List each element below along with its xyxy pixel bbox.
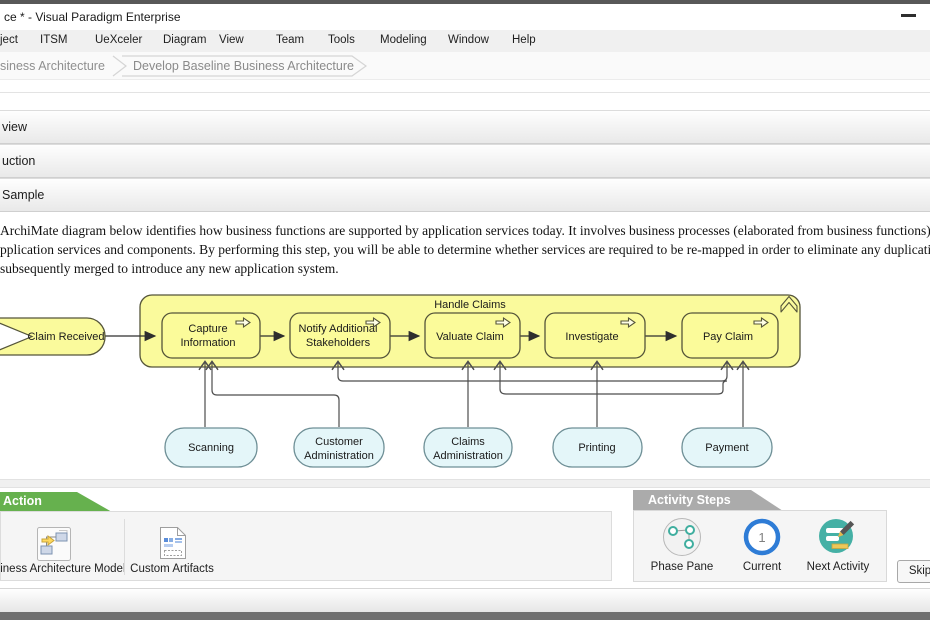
service-payment[interactable]: Payment [682,428,772,467]
action-panel-tab: Action [0,492,112,512]
activity-steps-panel: Phase Pane 1 Current Next Activity [633,510,887,582]
section-header-instruction[interactable]: uction [0,144,930,178]
section-label: view [2,120,27,134]
event-claim-received[interactable]: Claim Received [0,318,105,355]
menu-item-project[interactable]: ject [0,34,18,46]
process-capture-information[interactable]: Capture Information [162,313,260,358]
service-label: Scanning [188,442,234,454]
activity-steps-tab: Activity Steps [633,490,783,511]
custom-artifacts-icon[interactable] [160,527,186,559]
menu-item-tools[interactable]: Tools [328,34,355,46]
menu-item-help[interactable]: Help [512,34,536,46]
window-bottom-edge [0,612,930,620]
action-item-business-architecture-model[interactable]: siness Architecture Model [0,563,131,575]
process-investigate[interactable]: Investigate [545,313,645,358]
window-title: ce * - Visual Paradigm Enterprise [4,10,181,24]
minimize-icon[interactable] [901,14,916,17]
action-panel-title: Action [0,492,112,511]
process-label: Notify Additional [299,323,378,335]
archimate-diagram: Handle Claims Claim Receive [0,280,930,480]
service-customer-administration[interactable]: Customer Administration [294,428,384,467]
service-claims-administration[interactable]: Claims Administration [424,428,512,467]
status-bar [0,588,930,612]
breadcrumb-item-business-architecture[interactable]: siness Architecture [0,59,105,73]
title-bar: ce * - Visual Paradigm Enterprise [0,4,930,30]
chevron-right-icon [113,56,126,76]
service-label: Printing [578,442,615,454]
service-label: Administration [304,450,374,462]
menu-item-uexceler[interactable]: UeXceler [95,34,142,46]
current-step-number: 1 [758,530,765,545]
process-label: Investigate [565,331,618,343]
activity-steps-title: Activity Steps [633,490,783,510]
process-label: Valuate Claim [436,331,504,343]
process-label: Stakeholders [306,337,371,349]
menu-item-diagram[interactable]: Diagram [163,34,206,46]
process-valuate-claim[interactable]: Valuate Claim [425,313,520,358]
menu-bar: ject ITSM UeXceler Diagram View Team Too… [0,30,930,52]
separator-line [0,92,930,93]
description-line: pplication services and components. By p… [0,240,930,259]
current-step-icon[interactable]: 1 [742,517,782,557]
service-printing[interactable]: Printing [553,428,642,467]
process-label: Pay Claim [703,331,753,343]
section-label: Sample [2,188,44,202]
menu-item-itsm[interactable]: ITSM [40,34,67,46]
service-scanning[interactable]: Scanning [165,428,257,467]
serving-connectors [205,362,743,427]
phase-pane-icon[interactable] [662,517,702,557]
description-line: ArchiMate diagram below identifies how b… [0,221,930,240]
process-label: Capture [188,323,227,335]
business-architecture-model-icon[interactable] [37,527,71,561]
action-item-custom-artifacts[interactable]: Custom Artifacts [124,563,220,575]
service-label: Administration [433,450,503,462]
breadcrumb-graphic: siness Architecture Develop Baseline Bus… [0,52,930,80]
service-label: Claims [451,436,485,448]
process-pay-claim[interactable]: Pay Claim [682,313,778,358]
activity-item-next-activity[interactable]: Next Activity [803,561,873,573]
action-panel: siness Architecture Model Custom Artifac… [0,511,612,581]
menu-item-window[interactable]: Window [448,34,489,46]
pane-splitter[interactable] [0,479,930,488]
group-label: Handle Claims [434,299,506,311]
menu-item-modeling[interactable]: Modeling [380,34,427,46]
menu-item-team[interactable]: Team [276,34,304,46]
service-label: Customer [315,436,363,448]
connector-printing-payclaim[interactable] [597,381,727,394]
menu-item-view[interactable]: View [219,34,244,46]
next-activity-icon[interactable] [817,516,859,558]
skip-button[interactable]: Skip [897,560,930,583]
event-label: Claim Received [27,331,104,343]
process-notify-additional-stakeholders[interactable]: Notify Additional Stakeholders [290,313,390,358]
process-label: Information [180,337,235,349]
sample-description: ArchiMate diagram below identifies how b… [0,221,930,278]
activity-item-current[interactable]: Current [732,561,792,573]
section-header-sample[interactable]: Sample [0,178,930,212]
connector-customeradmin-capture[interactable] [212,362,339,427]
breadcrumb-item-develop-baseline[interactable]: Develop Baseline Business Architecture [133,59,354,73]
description-line: subsequently merged to introduce any new… [0,259,930,278]
service-label: Payment [705,442,748,454]
breadcrumb: siness Architecture Develop Baseline Bus… [0,52,930,80]
activity-item-phase-pane[interactable]: Phase Pane [647,561,717,573]
section-label: uction [2,154,35,168]
section-header-overview[interactable]: view [0,110,930,144]
